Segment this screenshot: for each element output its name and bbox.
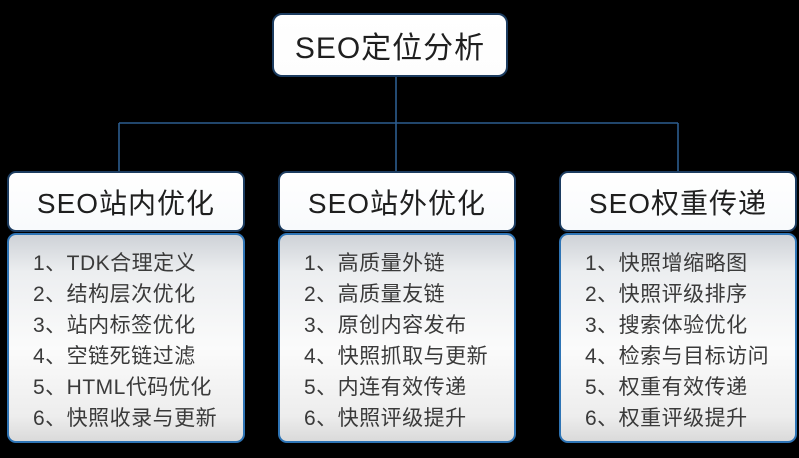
- list-item: 3、原创内容发布: [304, 314, 467, 337]
- list-item: 2、结构层次优化: [33, 283, 196, 306]
- branch-offsite-header: SEO站外优化: [278, 171, 516, 232]
- list-item: 1、TDK合理定义: [33, 252, 197, 275]
- list-item: 5、HTML代码优化: [33, 376, 212, 399]
- list-item: 2、高质量友链: [304, 283, 446, 306]
- list-item: 3、站内标签优化: [33, 314, 196, 337]
- list-item: 6、权重评级提升: [585, 407, 748, 430]
- branch-onsite-header: SEO站内优化: [7, 171, 245, 232]
- branch-weight-list: 1、快照增缩略图 2、快照评级排序 3、搜索体验优化 4、检索与目标访问 5、权…: [559, 233, 797, 443]
- list-item: 6、快照评级提升: [304, 407, 467, 430]
- branch-weight-transfer: SEO权重传递 1、快照增缩略图 2、快照评级排序 3、搜索体验优化 4、检索与…: [559, 171, 797, 443]
- list-item: 1、快照增缩略图: [585, 252, 748, 275]
- branch-onsite-optimization: SEO站内优化 1、TDK合理定义 2、结构层次优化 3、站内标签优化 4、空链…: [7, 171, 245, 443]
- list-item: 3、搜索体验优化: [585, 314, 748, 337]
- branch-weight-header: SEO权重传递: [559, 171, 797, 232]
- list-item: 6、快照收录与更新: [33, 407, 218, 430]
- list-item: 5、权重有效传递: [585, 376, 748, 399]
- branch-weight-title: SEO权重传递: [588, 187, 768, 219]
- list-item: 1、高质量外链: [304, 252, 446, 275]
- branch-offsite-optimization: SEO站外优化 1、高质量外链 2、高质量友链 3、原创内容发布 4、快照抓取与…: [278, 171, 516, 443]
- list-item: 2、快照评级排序: [585, 283, 748, 306]
- list-item: 5、内连有效传递: [304, 376, 467, 399]
- branch-onsite-title: SEO站内优化: [36, 187, 216, 219]
- branch-onsite-list: 1、TDK合理定义 2、结构层次优化 3、站内标签优化 4、空链死链过滤 5、H…: [7, 233, 245, 443]
- root-node-seo-positioning: SEO定位分析: [272, 13, 508, 77]
- branch-offsite-title: SEO站外优化: [307, 187, 487, 219]
- branch-offsite-list: 1、高质量外链 2、高质量友链 3、原创内容发布 4、快照抓取与更新 5、内连有…: [278, 233, 516, 443]
- list-item: 4、快照抓取与更新: [304, 345, 489, 368]
- list-item: 4、检索与目标访问: [585, 345, 770, 368]
- root-title: SEO定位分析: [294, 32, 486, 65]
- list-item: 4、空链死链过滤: [33, 345, 196, 368]
